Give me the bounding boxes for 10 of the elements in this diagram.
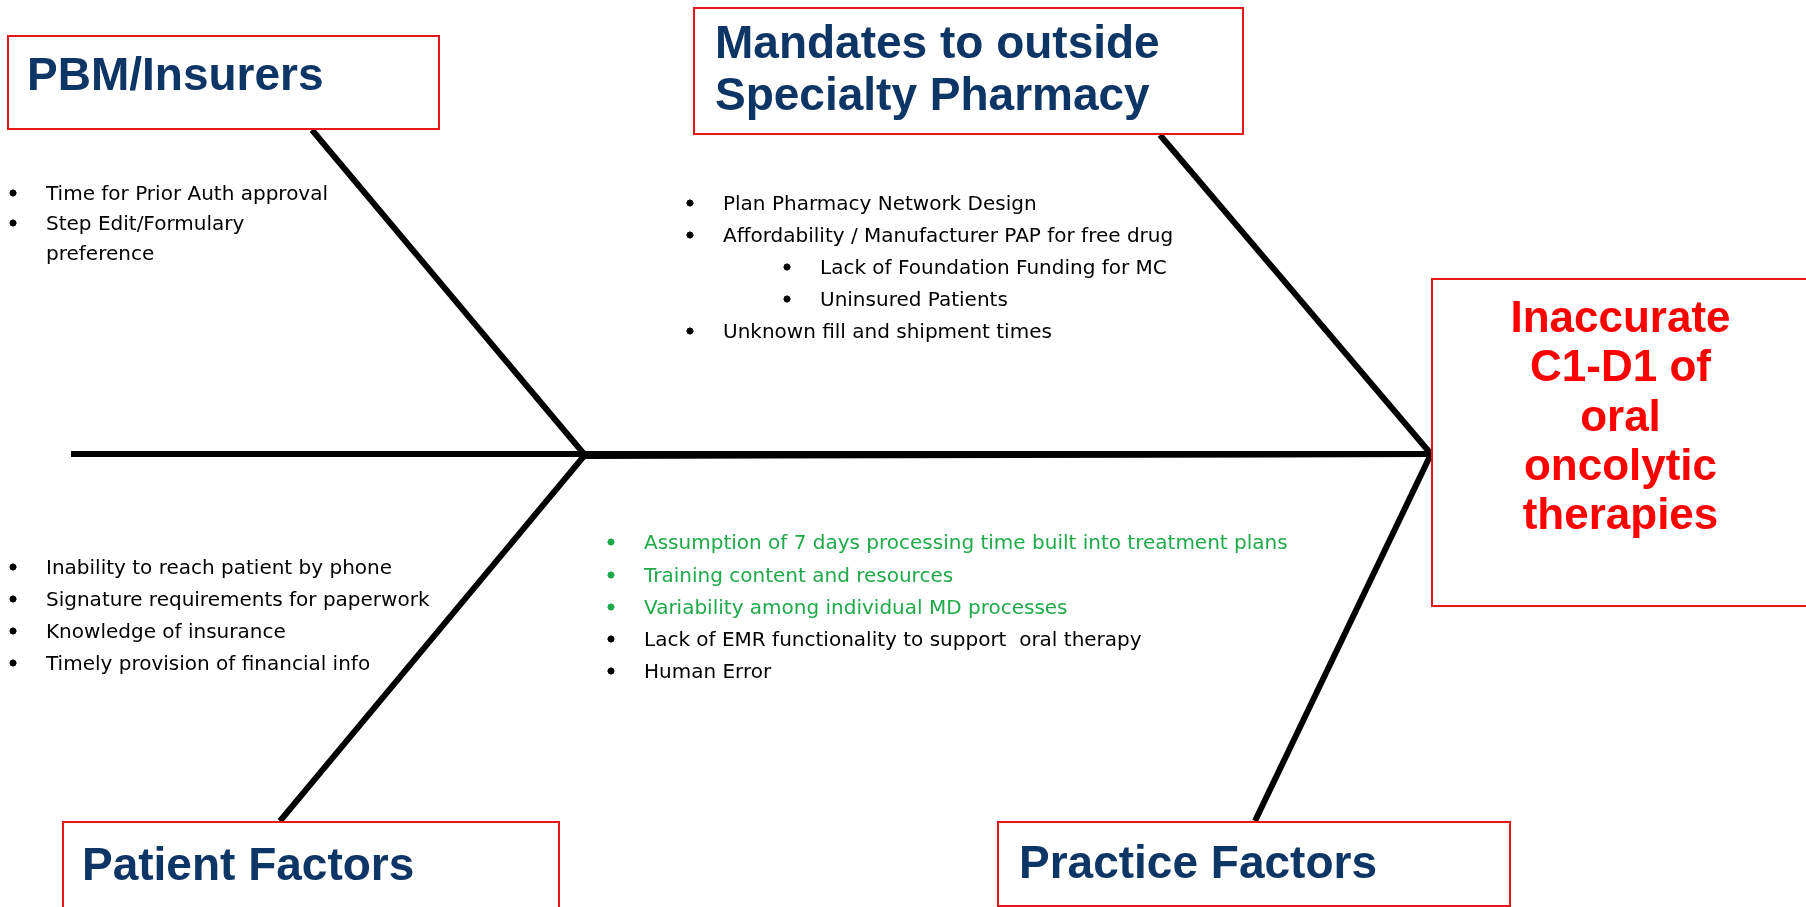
category-box: [693, 7, 1244, 135]
effect-title: Inaccurate C1-D1 of oral oncolytic therapies: [1509, 292, 1732, 539]
category-box: [62, 821, 560, 907]
category-box: [7, 35, 440, 130]
category-title: Practice Factors: [1019, 837, 1378, 889]
category-box: [997, 821, 1511, 907]
effect-box: [1431, 278, 1806, 607]
category-title: Mandates to outside Specialty Pharmacy: [715, 17, 1161, 121]
category-title: Patient Factors: [82, 839, 416, 891]
category-title: PBM/Insurers: [27, 49, 325, 101]
